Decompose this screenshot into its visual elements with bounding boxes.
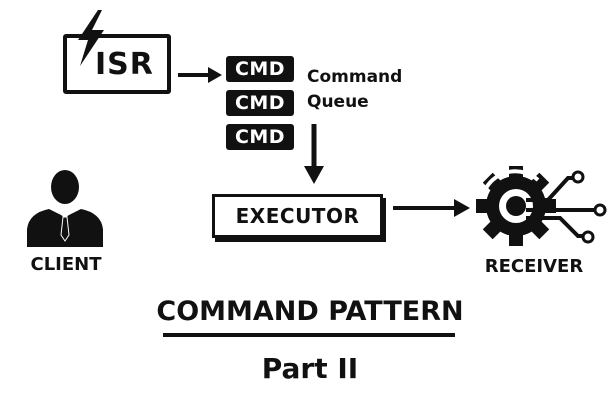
command-chip: CMD [226,124,294,150]
lightning-icon [78,10,104,66]
queue-to-executor-arrow [304,124,324,184]
page-subtitle: Part II [261,352,359,385]
queue-label-line1: Command [307,67,403,87]
title-underline [163,333,455,337]
command-chip: CMD [226,56,294,82]
gear-circuit-icon [476,166,607,246]
page-title: COMMAND PATTERN [156,296,464,327]
receiver-label: RECEIVER [484,256,584,277]
executor-label: EXECUTOR [235,204,360,228]
isr-to-queue-arrow [178,67,222,83]
executor-to-receiver-arrow [393,199,470,217]
queue-label-line2: Queue [307,92,369,112]
client-label: CLIENT [30,254,102,275]
isr-label: ISR [95,47,154,82]
command-chip: CMD [226,90,294,116]
person-icon [27,170,103,247]
executor-box: EXECUTOR [212,194,383,238]
